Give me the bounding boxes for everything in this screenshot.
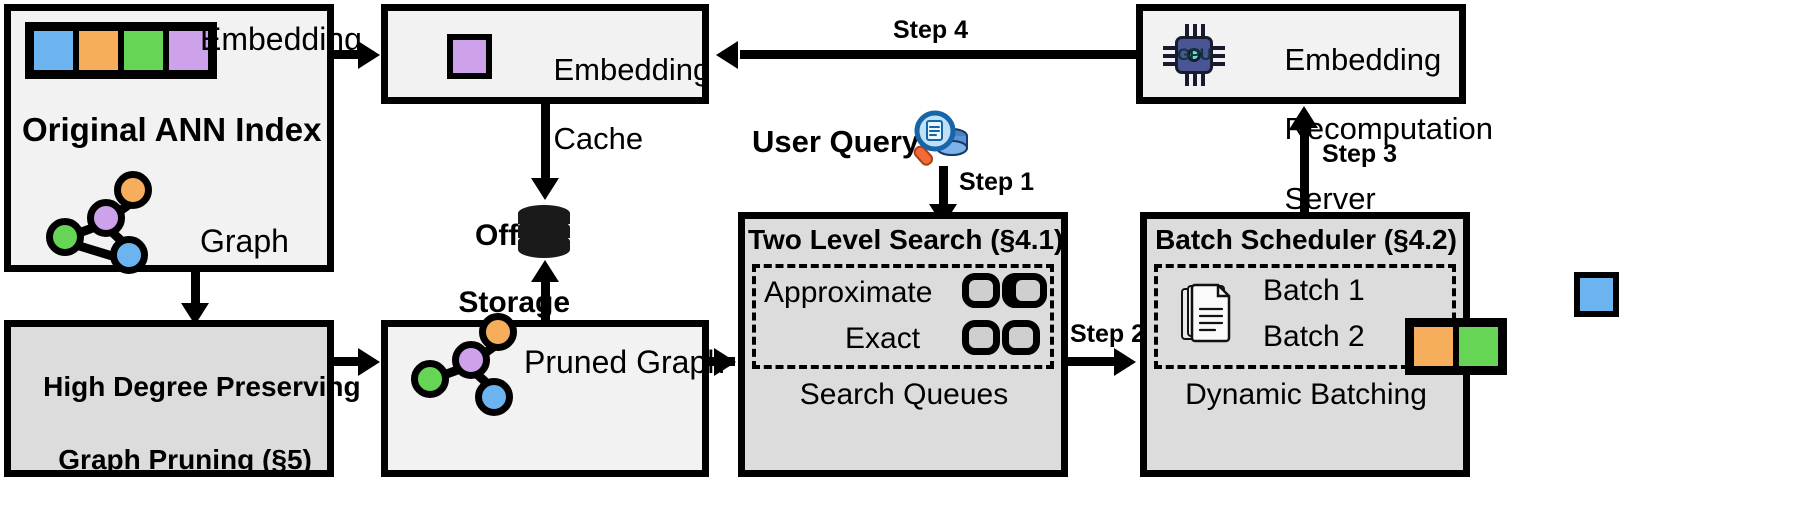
approximate-label: Approximate (764, 276, 933, 309)
batch-2-label: Batch 2 (1263, 320, 1365, 353)
search-database-icon (905, 110, 969, 168)
batch-2-swatch-0 (1411, 324, 1456, 369)
pruned-graph-box (381, 320, 709, 477)
embedding-cache-swatch (447, 34, 492, 79)
diagram-canvas: Embedding Original ANN Index Graph Embed… (4, 4, 1619, 477)
embedding-swatch-2 (121, 28, 166, 73)
original-ann-index-title: Original ANN Index (22, 111, 322, 148)
pruned-graph-label: Pruned Graph (524, 344, 726, 380)
edge-prunedgraph-to-storage (541, 280, 550, 320)
exact-queue-cell[interactable] (1002, 320, 1040, 355)
arrowhead-step3 (1290, 106, 1318, 128)
batch-scheduler-title: Batch Scheduler (§4.2) (1155, 224, 1457, 255)
gpu-chip-icon: GPU (1163, 24, 1225, 86)
step3-label: Step 3 (1322, 140, 1398, 168)
recomp-line3: Server (1284, 180, 1376, 216)
exact-queue-cell[interactable] (962, 320, 1000, 355)
edge-step2-line (1068, 357, 1120, 366)
pruned-node-blue (475, 378, 513, 416)
arrowhead-index-to-pruning (181, 303, 209, 325)
user-query-label: User Query (752, 124, 920, 159)
embedding-swatch-row (25, 22, 217, 79)
edge-index-to-pruning (191, 272, 200, 310)
pruned-node-purple (452, 341, 490, 379)
gpu-chip-text: GPU (1177, 45, 1212, 64)
arrowhead-cache-to-storage (531, 178, 559, 200)
arrowhead-pruning-to-prunedgraph (358, 348, 380, 376)
graph-pruning-label: High Degree Preserving Graph Pruning (§5… (12, 333, 360, 515)
dynamic-batching-region (1154, 264, 1456, 369)
arrowhead-index-to-cache (358, 41, 380, 69)
pruned-node-green (411, 360, 449, 398)
offline-storage-line2: Storage (458, 285, 571, 319)
edge-step4-line (740, 50, 1140, 59)
search-queues-caption: Search Queues (799, 378, 1009, 411)
pruning-line1: High Degree Preserving (43, 371, 361, 403)
approximate-queue-cell[interactable] (1009, 273, 1047, 308)
edge-pruning-to-prunedgraph (334, 357, 360, 366)
recomputation-server-label: Embedding Recomputation Server (1250, 8, 1493, 251)
graph-node-orange (114, 171, 152, 209)
graph-pruning-box (4, 320, 334, 477)
edge-cache-to-storage (541, 104, 550, 182)
graph-label: Graph (200, 223, 289, 259)
arrowhead-step4 (716, 41, 738, 69)
arrowhead-step2 (1114, 348, 1136, 376)
embedding-cache-label: Embedding Cache (519, 18, 710, 192)
embedding-swatch-3 (166, 28, 211, 73)
two-level-search-title: Two Level Search (§4.1) (748, 224, 1064, 255)
exact-label: Exact (845, 322, 921, 355)
edge-index-to-cache (334, 50, 360, 59)
recomp-line1: Embedding (1284, 41, 1442, 77)
dynamic-batching-caption: Dynamic Batching (1185, 378, 1427, 411)
embedding-swatch-1 (76, 28, 121, 73)
pruning-line2: Graph Pruning (§5) (58, 444, 312, 476)
batch-1-label: Batch 1 (1263, 274, 1365, 307)
batch-2-swatch-row (1405, 318, 1507, 375)
arrowhead-prunedgraph-to-storage (531, 260, 559, 282)
search-queues-region (752, 264, 1054, 369)
edge-step3-line (1300, 128, 1309, 214)
embedding-cache-box (381, 4, 709, 104)
batch-2-swatch-1 (1456, 324, 1501, 369)
approximate-queue-cell[interactable] (962, 273, 1000, 308)
graph-node-blue (110, 236, 148, 274)
recomp-line2: Recomputation (1284, 111, 1493, 147)
database-cylinder-icon (518, 205, 570, 258)
graph-node-green (46, 218, 84, 256)
documents-stack-icon (1180, 283, 1238, 351)
step1-label: Step 1 (959, 168, 1035, 196)
step2-label: Step 2 (1070, 320, 1146, 348)
pruned-node-orange (479, 313, 517, 351)
graph-node-purple (87, 199, 125, 237)
embedding-cache-line1: Embedding (553, 51, 711, 87)
step4-label: Step 4 (893, 16, 969, 44)
edge-step1-line (939, 166, 948, 208)
batch-1-swatch (1574, 272, 1619, 317)
arrowhead-prunedgraph-to-search (714, 348, 736, 376)
embedding-swatch-0 (31, 28, 76, 73)
embedding-cache-line2: Cache (553, 121, 644, 157)
